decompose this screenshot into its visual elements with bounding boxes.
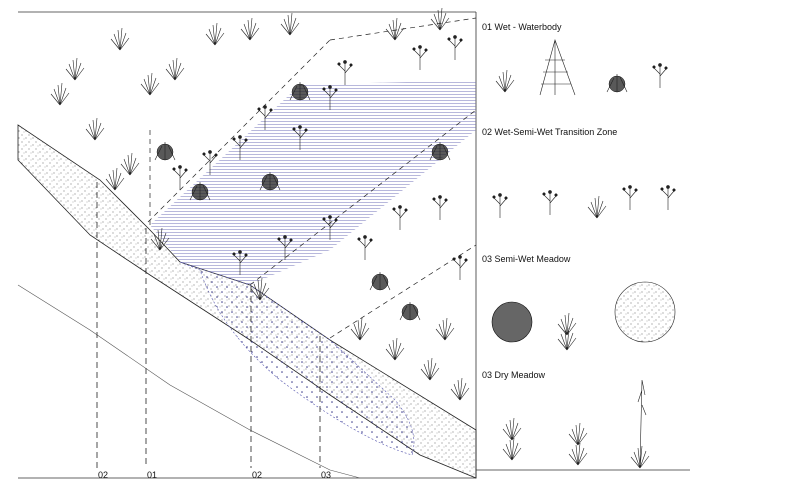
legend-zone-3-title: 03 Semi-Wet Meadow [482,254,571,264]
legend-panel: 01 Wet - Waterbody 02 Wet-Semi-Wet Trans… [476,22,690,471]
groundwater-lens [179,261,415,456]
marker-label-1: 02 [98,470,108,480]
legend-zone-1-plants [495,39,668,96]
subsoil-line [17,284,361,479]
section-marker-labels: 02 01 02 03 [98,470,331,480]
legend-zone-1-title: 01 Wet - Waterbody [482,22,562,32]
marker-label-4: 03 [321,470,331,480]
marker-label-2: 01 [147,470,157,480]
legend-zone-2-title: 02 Wet-Semi-Wet Transition Zone [482,127,617,137]
marker-label-3: 02 [252,470,262,480]
waterbody [150,80,476,285]
legend-zone-2-plants [492,185,676,219]
section-marker-lines [96,182,321,468]
legend-zone-4-plants [502,379,650,469]
legend-zone-4-title: 03 Dry Meadow [482,370,546,380]
legend-zone-3-plants [491,281,676,351]
